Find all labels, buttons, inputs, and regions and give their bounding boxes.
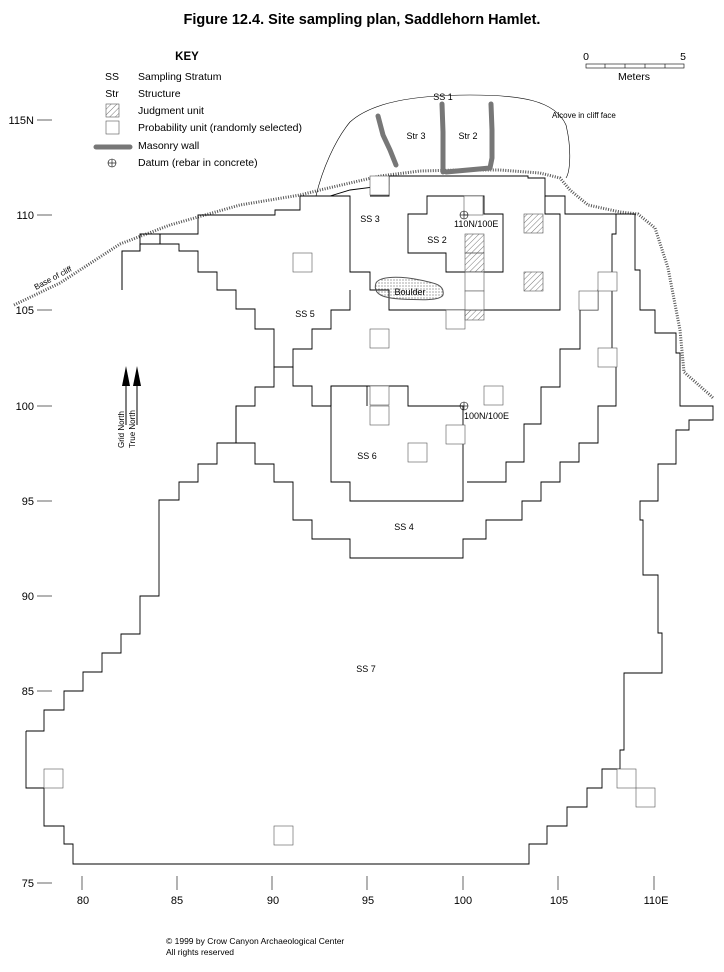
x-axis: 80 85 90 95 100 105 110E	[77, 876, 669, 907]
probability-unit	[597, 347, 618, 368]
label-str3: Str 3	[406, 131, 425, 141]
datum-110n-100e	[459, 210, 469, 220]
copyright-text: © 1999 by Crow Canyon Archaeological Cen…	[166, 936, 344, 946]
scale-bar: 0 5 Meters	[583, 51, 686, 83]
probability-unit	[273, 825, 294, 846]
probability-unit	[369, 405, 390, 426]
probability-unit-swatch	[105, 120, 120, 135]
x-label-95: 95	[362, 895, 374, 907]
grid-north-label: Grid North	[117, 411, 126, 448]
probability-unit	[292, 252, 313, 273]
judgment-unit	[523, 213, 544, 234]
label-ss4: SS 4	[394, 522, 414, 532]
label-ss1: SS 1	[433, 92, 453, 102]
ss5-boundary	[121, 233, 368, 407]
x-label-100: 100	[454, 895, 472, 907]
probability-units	[43, 175, 656, 846]
scale-end: 5	[680, 51, 686, 63]
north-arrows: Grid North True North	[117, 366, 141, 448]
scale-start: 0	[583, 51, 589, 63]
probability-unit	[463, 195, 484, 216]
ss5-boundary-right	[467, 214, 617, 483]
true-north-label: True North	[128, 410, 137, 448]
label-ss3: SS 3	[360, 214, 380, 224]
label-ss2: SS 2	[427, 235, 447, 245]
ss2-boundary	[407, 195, 504, 273]
boulder-outline	[374, 276, 444, 301]
datum-label-110n-100e: 110N/100E	[454, 219, 498, 229]
datum-icon	[107, 158, 117, 168]
judgment-unit	[523, 271, 544, 292]
key-text-sampling-stratum: Sampling Stratum	[138, 71, 222, 83]
x-label-105: 105	[550, 895, 568, 907]
map-key: KEY SS Sampling Stratum Str Structure Ju…	[93, 51, 302, 169]
ss4-boundary	[235, 290, 617, 559]
probability-unit	[464, 271, 485, 292]
y-label-85: 85	[22, 686, 34, 698]
probability-unit	[635, 787, 656, 808]
datum-100n-100e	[459, 401, 469, 411]
probability-unit	[369, 328, 390, 349]
probability-unit	[483, 385, 504, 406]
probability-unit	[597, 271, 618, 292]
ss7-boundary	[25, 175, 714, 865]
key-text-judgment-unit: Judgment unit	[138, 105, 204, 117]
probability-unit	[445, 424, 466, 445]
judgment-unit	[464, 252, 485, 273]
label-alcove: Alcove in cliff face	[552, 111, 616, 120]
y-label-105: 105	[16, 305, 34, 317]
masonry-walls	[375, 101, 495, 175]
probability-unit	[369, 385, 390, 406]
y-label-110: 110	[16, 210, 34, 222]
scale-unit: Meters	[618, 71, 650, 83]
judgment-unit-swatch	[105, 103, 120, 118]
probability-unit	[616, 768, 637, 789]
ss6-boundary	[330, 385, 464, 502]
judgment-unit	[464, 309, 485, 321]
y-label-115n: 115N	[9, 115, 35, 127]
judgment-units	[464, 213, 544, 321]
x-label-90: 90	[267, 895, 279, 907]
probability-unit	[369, 175, 390, 196]
x-label-110e: 110E	[644, 895, 669, 907]
key-heading: KEY	[175, 51, 199, 63]
y-label-75: 75	[22, 878, 34, 890]
y-label-100: 100	[16, 401, 34, 413]
grid-north-arrow-icon	[122, 366, 130, 386]
key-text-masonry-wall: Masonry wall	[138, 140, 199, 152]
key-abbr-str: Str	[105, 88, 119, 100]
label-ss6: SS 6	[357, 451, 377, 461]
probability-unit	[407, 442, 428, 463]
rights-text: All rights reserved	[166, 947, 234, 957]
y-axis: 115N 110 105 100 95 90 85 75	[9, 115, 52, 890]
probability-unit	[43, 768, 64, 789]
key-text-datum: Datum (rebar in concrete)	[138, 157, 258, 169]
datum-label-100n-100e: 100N/100E	[464, 411, 509, 421]
label-ss7: SS 7	[356, 664, 376, 674]
y-label-95: 95	[22, 496, 34, 508]
key-abbr-ss: SS	[105, 71, 119, 83]
label-ss5: SS 5	[295, 309, 315, 319]
judgment-unit	[464, 233, 485, 254]
y-label-90: 90	[22, 591, 34, 603]
key-text-probability-unit: Probability unit (randomly selected)	[138, 122, 302, 134]
label-boulder: Boulder	[394, 287, 425, 297]
label-str2: Str 2	[458, 131, 477, 141]
probability-unit	[578, 290, 599, 311]
figure-title: Figure 12.4. Site sampling plan, Saddleh…	[184, 12, 541, 28]
probability-unit	[445, 309, 466, 330]
ss1-boundary	[315, 94, 571, 197]
true-north-arrow-icon	[133, 366, 141, 386]
x-label-85: 85	[171, 895, 183, 907]
ss7-boundary-left	[26, 290, 351, 732]
key-text-structure: Structure	[138, 88, 181, 100]
probability-unit	[464, 290, 485, 311]
x-label-80: 80	[77, 895, 89, 907]
